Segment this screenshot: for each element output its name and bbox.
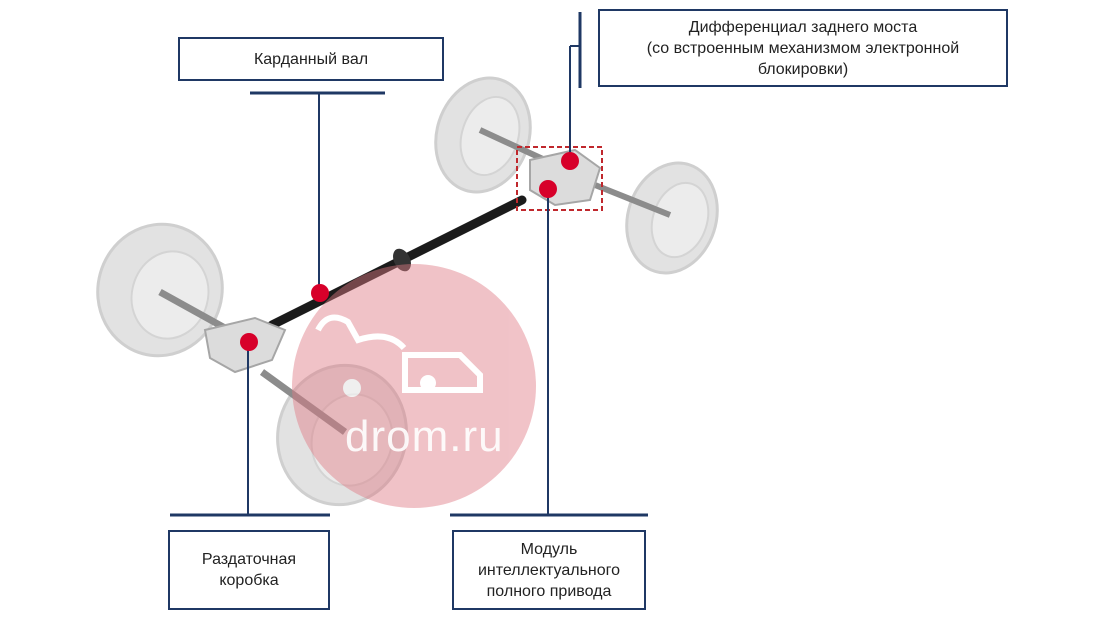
marker-transfer-case — [240, 333, 258, 351]
wheel-front-left — [96, 222, 224, 358]
driveshaft — [267, 195, 527, 330]
wheel-rear-right — [625, 161, 719, 275]
wheel-rear-left — [434, 76, 532, 194]
marker-rear-diff — [561, 152, 579, 170]
rear-diff-highlight-box — [516, 146, 603, 211]
marker-driveshaft — [311, 284, 329, 302]
label-driveshaft: Карданный вал — [178, 37, 444, 81]
front-axle-shafts — [158, 288, 348, 435]
label-transfer-case: Раздаточная коробка — [168, 530, 330, 610]
leader-lines — [170, 12, 648, 517]
marker-awd-module — [539, 180, 557, 198]
watermark-text: drom.ru — [345, 412, 504, 461]
rear-axle-shafts — [478, 127, 672, 218]
label-rear-differential: Дифференциал заднего моста (со встроенны… — [598, 9, 1008, 87]
label-awd-module: Модуль интеллектуального полного привода — [452, 530, 646, 610]
drom-watermark — [292, 264, 536, 508]
wheel-front-right — [276, 363, 408, 507]
